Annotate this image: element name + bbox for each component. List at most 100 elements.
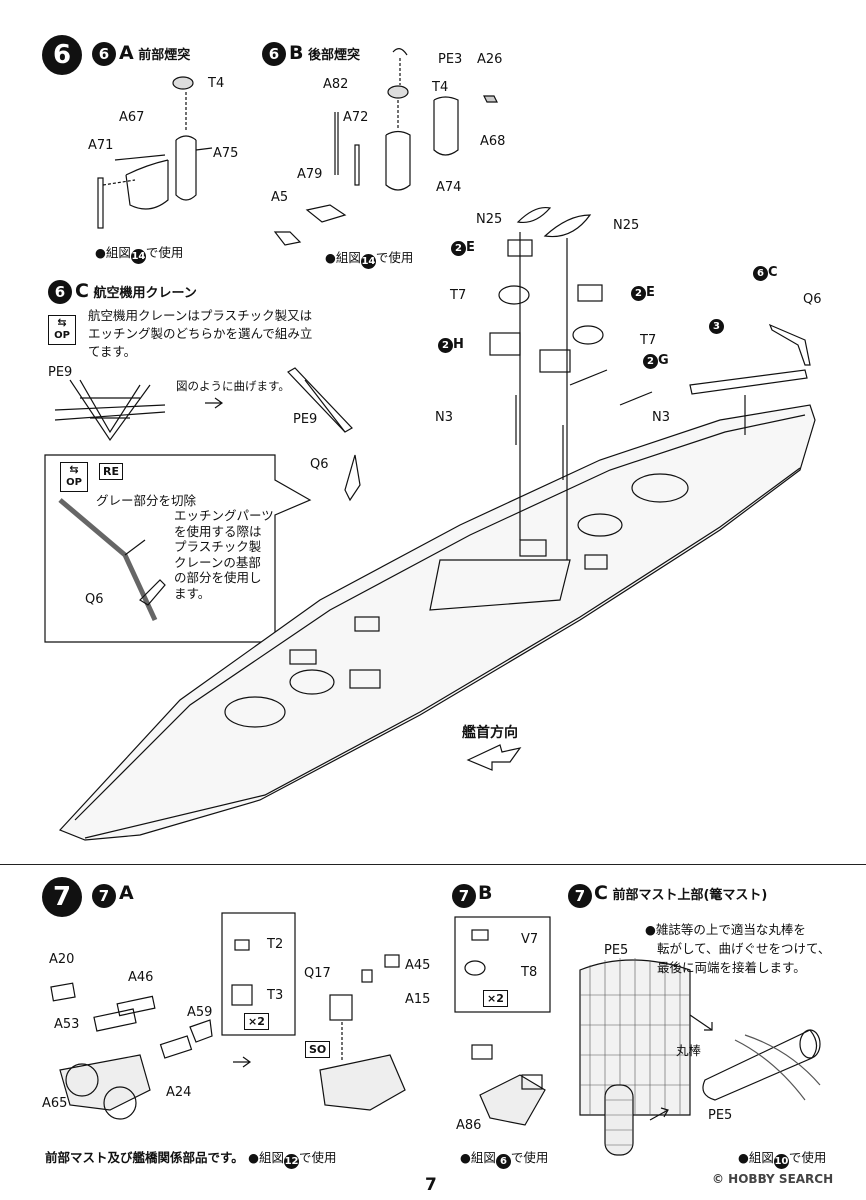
- step6a-heading: A 前部煙突: [119, 42, 190, 64]
- cut-note: グレー部分を切除: [96, 493, 197, 508]
- step7a-heading: A: [119, 882, 134, 904]
- callout-6c-letter: C: [768, 265, 778, 280]
- step6a-circle: 6: [92, 42, 116, 66]
- catapult-drawing: [689, 369, 808, 395]
- step6c-letter: C: [75, 280, 89, 302]
- ref-12-badge: 12: [284, 1154, 300, 1169]
- q6-crane-drawing: [344, 454, 361, 502]
- step6b-note-suffix: で使用: [375, 250, 414, 265]
- part-a53: A53: [54, 1017, 80, 1032]
- step6c-circle: 6: [48, 280, 72, 304]
- callout-2e-right-num: 2: [631, 286, 646, 301]
- etch-note-line2: を使用する際は: [174, 523, 262, 539]
- part-a86: A86: [456, 1118, 482, 1133]
- part-pe9-right: PE9: [293, 412, 318, 427]
- callout-2g-letter: G: [658, 353, 669, 368]
- step6-number: 6: [42, 35, 82, 75]
- step7c-desc-line2: 転がして、曲げぐせをつけて、: [657, 941, 831, 956]
- option-icon: ⇆ OP: [48, 315, 76, 345]
- ref-14-badge-b: 14: [360, 254, 376, 269]
- turret-2h: [489, 332, 521, 356]
- callout-2e-upper-num: 2: [451, 241, 466, 256]
- inset-t2-t3: [221, 912, 296, 1036]
- crane-6c-drawing: [768, 323, 811, 366]
- ref-10-badge: 10: [773, 1154, 789, 1169]
- footer-ref-suffix: で使用: [299, 1150, 337, 1165]
- step7b-letter: B: [478, 882, 493, 904]
- step7c-letter: C: [594, 882, 608, 904]
- step7a-x2: ×2: [244, 1013, 269, 1030]
- step7b-note-suffix: で使用: [510, 1150, 549, 1165]
- part-a46: A46: [128, 970, 154, 985]
- step7b-drawing: [454, 916, 551, 1126]
- part-a68: A68: [480, 134, 506, 149]
- pe9-bent-drawing: [287, 367, 353, 433]
- step6b-heading: B 後部煙突: [289, 42, 360, 64]
- step7-number: 7: [42, 877, 82, 917]
- etch-note: エッチングパーツ を使用する際は プラスチック製 クレーンの基部 の部分を使用し…: [174, 508, 274, 601]
- part-a5: A5: [271, 190, 289, 205]
- step7c-drawing: [579, 958, 821, 1156]
- etch-note-line5: の部分を使用し: [174, 570, 262, 585]
- step6c-desc-line2: エッチング製のどちらかを選んで組み立: [88, 326, 313, 341]
- n3-left-line: [569, 369, 608, 386]
- part-a67: A67: [119, 110, 145, 125]
- option-tag: OP: [54, 330, 70, 341]
- round-rod-label: 丸棒: [676, 1043, 702, 1058]
- re-tag: RE: [99, 463, 123, 480]
- part-a75: A75: [213, 146, 239, 161]
- ref-6-badge: 6: [495, 1154, 511, 1169]
- option-arrows-icon: ⇆: [57, 316, 67, 329]
- option-tag-inset: OP: [66, 477, 82, 488]
- inset-crane-drawing: [58, 498, 166, 622]
- footer-note: 前部マスト及び艦橋関係部品です。 ●組図12で使用: [45, 1147, 337, 1169]
- step6c-title: 航空機用クレーン: [93, 286, 197, 301]
- t7-left: [498, 285, 530, 305]
- part-a65: A65: [42, 1096, 68, 1111]
- etch-note-line6: ます。: [174, 585, 211, 601]
- boat-n25-right: [543, 214, 592, 238]
- callout-6c-num: 6: [753, 266, 768, 281]
- step6a-title: 前部煙突: [138, 48, 191, 63]
- boat-n25-left: [516, 206, 552, 224]
- part-n25-right: N25: [613, 218, 640, 233]
- turret-2g: [539, 349, 571, 373]
- part-a45: A45: [405, 958, 431, 973]
- step6b-circle: 6: [262, 42, 286, 66]
- part-a26: A26: [477, 52, 503, 67]
- callout-3: 3: [709, 318, 724, 334]
- step7c-desc-line1: ●雑誌等の上で適当な丸棒を: [645, 922, 806, 937]
- step6b-note-prefix: ●組図: [325, 250, 361, 265]
- step7b-note-prefix: ●組図: [460, 1150, 496, 1165]
- part-a72: A72: [343, 110, 369, 125]
- step7a-letter: A: [119, 882, 134, 904]
- part-a20: A20: [49, 952, 75, 967]
- ref-14-badge: 14: [130, 249, 146, 264]
- part-t7-left: T7: [450, 288, 467, 303]
- step7c-note-prefix: ●組図: [738, 1150, 774, 1165]
- callout-2g-num: 2: [643, 354, 658, 369]
- step6a-note: ●組図14で使用: [95, 242, 184, 264]
- part-a59: A59: [187, 1005, 213, 1020]
- part-a15: A15: [405, 992, 431, 1007]
- inset-v7-t8: [454, 916, 551, 1013]
- step6a-note-suffix: で使用: [145, 245, 184, 260]
- watermark: © HOBBY SEARCH: [712, 1172, 834, 1186]
- front-funnel-drawing: [97, 76, 213, 229]
- step7c-heading: C 前部マスト上部(篭マスト): [594, 882, 767, 904]
- step7c-note: ●組図10で使用: [738, 1147, 826, 1169]
- part-t3: T3: [267, 988, 284, 1003]
- step6c-heading: C 航空機用クレーン: [75, 280, 197, 302]
- step6b-letter: B: [289, 42, 304, 64]
- option-arrows-icon-inset: ⇆: [69, 463, 79, 476]
- part-a71: A71: [88, 138, 114, 153]
- inset-box: [44, 454, 312, 643]
- etch-note-line3: プラスチック製: [174, 539, 262, 554]
- part-t7-right: T7: [640, 333, 657, 348]
